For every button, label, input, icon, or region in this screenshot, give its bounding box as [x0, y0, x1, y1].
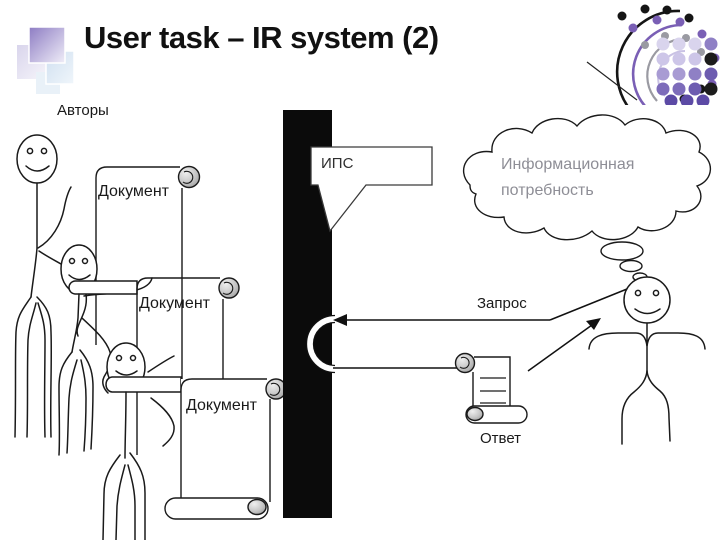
ips-system-label: ИПС	[321, 155, 354, 172]
information-need-cloud	[463, 114, 712, 282]
eye-icon	[68, 257, 76, 265]
query-label: Запрос	[477, 295, 527, 312]
logo-dot-grid	[656, 37, 718, 105]
query-arrow	[333, 288, 628, 326]
eye-icon	[40, 147, 48, 155]
answer-label: Ответ	[480, 430, 522, 447]
eye-icon	[115, 354, 123, 362]
author-figure-1	[14, 134, 88, 438]
document-label-3: Документ	[186, 397, 257, 414]
eye-icon	[81, 257, 89, 265]
answer-scroll	[454, 352, 528, 424]
answer-arrow	[333, 318, 601, 372]
information-need-label: Информационная потребность	[501, 152, 634, 204]
query-answer-loop-icon	[305, 314, 336, 374]
information-need-line1: Информационная	[501, 156, 635, 173]
authors-label: Авторы	[57, 102, 109, 119]
document-scroll-2	[136, 277, 240, 455]
author-figure-2	[58, 244, 153, 456]
thought-bubble-icon	[619, 259, 643, 273]
eye-icon	[129, 354, 137, 362]
document-label-1: Документ	[98, 183, 169, 200]
document-label-2: Документ	[139, 295, 210, 312]
eye-icon	[652, 289, 660, 297]
information-need-line2: потребность	[501, 182, 594, 199]
eye-icon	[26, 147, 34, 155]
ips-callout-bubble	[310, 146, 433, 233]
page-title: User task – IR system (2)	[84, 20, 439, 55]
author-figure-3	[102, 342, 182, 540]
document-scroll-3	[164, 378, 287, 520]
document-scroll-1	[95, 165, 201, 379]
eye-icon	[634, 289, 642, 297]
user-figure	[588, 276, 706, 445]
thought-bubble-icon	[600, 241, 644, 261]
overlapping-squares-icon	[17, 26, 75, 94]
dotted-circles-logo	[586, 4, 720, 105]
